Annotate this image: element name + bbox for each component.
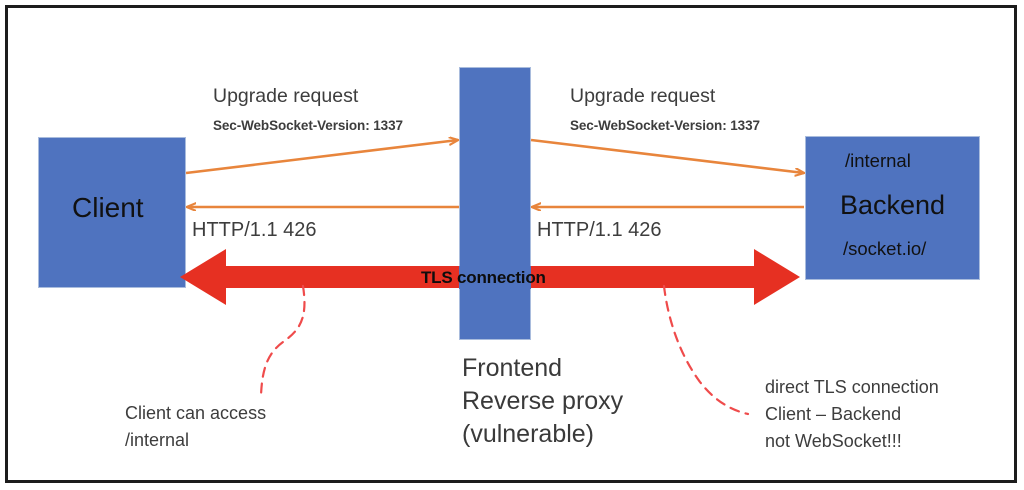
arrow-proxy-to-backend-upgrade <box>530 138 804 173</box>
leader-line-left <box>259 284 306 398</box>
label-sec-websocket-version-right: Sec-WebSocket-Version: 1337 <box>570 118 760 133</box>
label-upgrade-request-right: Upgrade request <box>570 85 716 107</box>
leader-line-right <box>662 284 750 416</box>
node-frontend-reverse-proxy[interactable] <box>459 67 531 340</box>
backend-bottom-path: /socket.io/ <box>843 238 927 259</box>
tls-connection-label: TLS connection <box>421 268 546 287</box>
annotation-right-line1: direct TLS connection <box>765 377 939 397</box>
annotation-left-line2: /internal <box>125 430 190 450</box>
label-sec-websocket-version-left: Sec-WebSocket-Version: 1337 <box>213 118 403 133</box>
node-proxy-overlay-strip <box>459 266 531 289</box>
annotation-right-line3: not WebSocket!!! <box>765 431 902 451</box>
proxy-caption-line1: Frontend <box>462 354 563 382</box>
proxy-caption-line3: (vulnerable) <box>462 420 595 448</box>
node-backend[interactable] <box>805 136 980 280</box>
backend-top-path: /internal <box>845 150 911 171</box>
arrow-client-to-proxy-upgrade <box>185 140 458 175</box>
node-backend-label: Backend <box>840 190 946 220</box>
node-client-label: Client <box>72 192 144 223</box>
node-client[interactable] <box>38 137 186 288</box>
annotation-left-line1: Client can access <box>125 403 267 423</box>
annotation-right-line2: Client – Backend <box>765 404 902 424</box>
proxy-caption-line2: Reverse proxy <box>462 387 624 415</box>
label-http-426-right: HTTP/1.1 426 <box>537 219 662 241</box>
label-http-426-left: HTTP/1.1 426 <box>192 219 317 241</box>
label-upgrade-request-left: Upgrade request <box>213 85 359 107</box>
